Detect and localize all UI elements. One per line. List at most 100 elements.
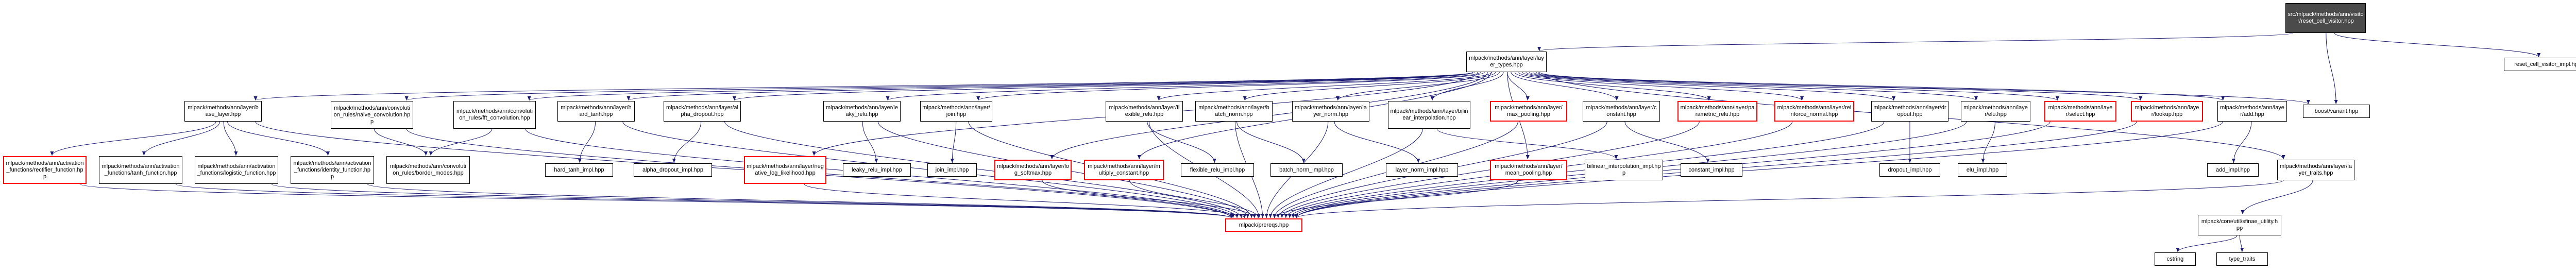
node-constant[interactable]: mlpack/methods/ann/layer/constant.hpp	[1583, 101, 1660, 122]
node-hard-tanh[interactable]: mlpack/methods/ann/layer/hard_tanh.hpp	[557, 101, 635, 122]
node-boost-variant: boost/variant.hpp	[2303, 105, 2370, 118]
node-label: constant_impl.hpp	[1688, 166, 1735, 173]
node-alpha-dropout[interactable]: mlpack/methods/ann/layer/alpha_dropout.h…	[664, 101, 741, 122]
node-add[interactable]: mlpack/methods/ann/layer/add.hpp	[2217, 101, 2287, 122]
node-label: mlpack/methods/ann/activation_functions/…	[293, 160, 371, 180]
node-parametric-relu[interactable]: mlpack/methods/ann/layer/parametric_relu…	[1677, 101, 1757, 122]
edge-layer-types-to-constant	[1511, 72, 1619, 101]
node-add-impl[interactable]: add_impl.hpp	[2207, 163, 2259, 177]
edge-log-softmax-to-prereqs	[1042, 180, 1257, 218]
node-leaky-relu[interactable]: mlpack/methods/ann/layer/leaky_relu.hpp	[823, 101, 901, 122]
node-select[interactable]: mlpack/methods/ann/layer/select.hpp	[2044, 101, 2116, 122]
node-identity-fn[interactable]: mlpack/methods/ann/activation_functions/…	[291, 156, 374, 184]
node-border-modes[interactable]: mlpack/methods/ann/convolution_rules/bor…	[386, 156, 470, 184]
node-label: mlpack/methods/ann/layer/lookup.hpp	[2134, 105, 2199, 117]
node-log-softmax[interactable]: mlpack/methods/ann/layer/log_softmax.hpp	[994, 160, 1072, 180]
edge-layer-types-to-base-layer	[254, 72, 1473, 101]
node-bilinear-impl[interactable]: bilinear_interpolation_impl.hpp	[1585, 160, 1663, 180]
node-rectifier-fn[interactable]: mlpack/methods/ann/activation_functions/…	[3, 156, 87, 184]
node-label: mlpack/methods/ann/activation_functions/…	[101, 163, 180, 176]
node-batch-norm-impl[interactable]: batch_norm_impl.hpp	[1270, 163, 1343, 177]
node-layer-traits[interactable]: mlpack/methods/ann/layer/layer_traits.hp…	[2277, 160, 2354, 180]
edge-root-to-impl-visitor	[2334, 32, 2541, 58]
edge-add-to-add-impl	[2232, 121, 2252, 163]
node-naive-conv[interactable]: mlpack/methods/ann/convolution_rules/nai…	[331, 101, 413, 129]
node-nll[interactable]: mlpack/methods/ann/layer/negative_log_li…	[744, 156, 826, 184]
node-label: mlpack/prereqs.hpp	[1239, 222, 1289, 228]
edge-alpha-dropout-to-alpha-dropout-impl	[672, 121, 702, 163]
node-label: mlpack/methods/ann/layer/add.hpp	[2220, 105, 2284, 117]
node-constant-impl[interactable]: constant_impl.hpp	[1681, 163, 1742, 177]
edge-join-to-join-impl	[950, 121, 957, 163]
node-dropout-impl[interactable]: dropout_impl.hpp	[1879, 163, 1940, 177]
node-lookup[interactable]: mlpack/methods/ann/layer/lookup.hpp	[2131, 101, 2203, 122]
node-label: mlpack/methods/ann/layer/layer_traits.hp…	[2279, 163, 2352, 176]
edge-layer-types-to-reinforce-normal	[1518, 72, 1804, 101]
node-label: mlpack/methods/ann/layer/flexible_relu.h…	[1109, 105, 1180, 117]
edge-layer-traits-to-prereqs	[1294, 180, 2284, 218]
edge-layer-types-to-alpha-dropout	[733, 72, 1475, 101]
node-layer-types[interactable]: mlpack/methods/ann/layer/layer_types.hpp	[1466, 52, 1547, 72]
node-base-layer[interactable]: mlpack/methods/ann/layer/base_layer.hpp	[184, 101, 262, 122]
node-label: mlpack/methods/ann/layer/reinforce_norma…	[1777, 105, 1852, 117]
edge-alpha-dropout-to-prereqs	[724, 121, 1243, 218]
node-label: elu_impl.hpp	[1966, 166, 1999, 173]
node-label: mlpack/core/util/sfinae_utility.hpp	[2201, 218, 2278, 231]
node-join[interactable]: mlpack/methods/ann/layer/join.hpp	[920, 101, 992, 122]
node-label: flexible_relu_impl.hpp	[1190, 166, 1245, 173]
node-root: src/mlpack/methods/ann/visitor/reset_cel…	[2285, 3, 2366, 33]
node-batch-norm[interactable]: mlpack/methods/ann/layer/batch_norm.hpp	[1195, 101, 1273, 122]
node-multiply-constant[interactable]: mlpack/methods/ann/layer/multiply_consta…	[1084, 160, 1164, 180]
node-alpha-dropout-impl[interactable]: alpha_dropout_impl.hpp	[634, 163, 712, 177]
node-logistic-fn[interactable]: mlpack/methods/ann/activation_functions/…	[195, 156, 278, 184]
node-layer-norm[interactable]: mlpack/methods/ann/layer/layer_norm.hpp	[1292, 101, 1369, 122]
node-mean-pooling[interactable]: mlpack/methods/ann/layer/mean_pooling.hp…	[1490, 160, 1567, 180]
node-elu[interactable]: mlpack/methods/ann/layer/elu.hpp	[1961, 101, 2030, 122]
edge-bilinear-to-bilinear-impl	[1436, 128, 1618, 160]
edge-flexible-relu-to-flexible-relu-impl	[1147, 121, 1216, 163]
edge-mean-pooling-to-prereqs	[1273, 180, 1518, 218]
node-max-pooling[interactable]: mlpack/methods/ann/layer/max_pooling.hpp	[1490, 101, 1567, 122]
edge-layer-types-to-leaky-relu	[886, 72, 1481, 101]
edge-layer-types-to-elu	[1526, 72, 1978, 101]
node-sfinae[interactable]: mlpack/core/util/sfinae_utility.hpp	[2198, 215, 2281, 235]
node-label: mlpack/methods/ann/layer/base_layer.hpp	[188, 105, 259, 117]
node-impl-visitor[interactable]: reset_cell_visitor_impl.hpp	[2504, 58, 2576, 71]
node-flexible-relu-impl[interactable]: flexible_relu_impl.hpp	[1181, 163, 1254, 177]
edge-layer-types-to-fft-conv	[528, 72, 1473, 101]
node-bilinear[interactable]: mlpack/methods/ann/layer/bilinear_interp…	[1388, 101, 1470, 129]
node-label: mlpack/methods/ann/activation_functions/…	[6, 160, 84, 180]
edge-layer-types-to-flexible-relu	[1157, 72, 1493, 101]
edge-naive-conv-to-border-modes	[374, 128, 428, 156]
node-label: src/mlpack/methods/ann/visitor/reset_cel…	[2287, 11, 2364, 24]
edge-root-to-layer-types	[1537, 32, 2293, 52]
edge-layer-types-to-select	[1529, 72, 2059, 101]
node-label: mlpack/methods/ann/layer/layer_types.hpp	[1469, 55, 1544, 68]
node-label: alpha_dropout_impl.hpp	[642, 166, 704, 173]
node-label: mlpack/methods/ann/activation_functions/…	[197, 163, 276, 176]
edge-base-layer-to-logistic-fn	[223, 121, 238, 156]
node-label: bilinear_interpolation_impl.hpp	[1587, 163, 1661, 176]
node-elu-impl[interactable]: elu_impl.hpp	[1958, 163, 2007, 177]
node-leaky-relu-impl[interactable]: leaky_relu_impl.hpp	[843, 163, 911, 177]
node-tanh-fn[interactable]: mlpack/methods/ann/activation_functions/…	[99, 156, 182, 184]
edge-multiply-constant-to-prereqs	[1129, 180, 1260, 218]
edge-sfinae-to-cstring	[2176, 235, 2238, 252]
edge-sfinae-to-type-traits	[2239, 235, 2244, 252]
node-label: mlpack/methods/ann/layer/batch_norm.hpp	[1198, 105, 1269, 117]
node-hard-tanh-impl[interactable]: hard_tanh_impl.hpp	[545, 163, 613, 177]
edge-layer-types-to-parametric-relu	[1514, 72, 1711, 101]
edge-layer-types-to-batch-norm	[1243, 72, 1496, 101]
node-layer-norm-impl[interactable]: layer_norm_impl.hpp	[1386, 163, 1458, 177]
node-flexible-relu[interactable]: mlpack/methods/ann/layer/flexible_relu.h…	[1106, 101, 1183, 122]
node-reinforce-normal[interactable]: mlpack/methods/ann/layer/reinforce_norma…	[1774, 101, 1854, 122]
node-label: mlpack/methods/ann/layer/layer_norm.hpp	[1294, 105, 1367, 117]
node-label: mlpack/methods/ann/layer/max_pooling.hpp	[1495, 105, 1563, 117]
node-fft-conv[interactable]: mlpack/methods/ann/convolution_rules/fft…	[453, 101, 536, 129]
node-join-impl[interactable]: join_impl.hpp	[927, 163, 977, 177]
node-prereqs[interactable]: mlpack/prereqs.hpp	[1225, 218, 1302, 232]
node-label: boost/variant.hpp	[2314, 108, 2359, 114]
node-label: mlpack/methods/ann/layer/elu.hpp	[1963, 105, 2028, 117]
node-dropout[interactable]: mlpack/methods/ann/layer/dropout.hpp	[1871, 101, 1948, 122]
